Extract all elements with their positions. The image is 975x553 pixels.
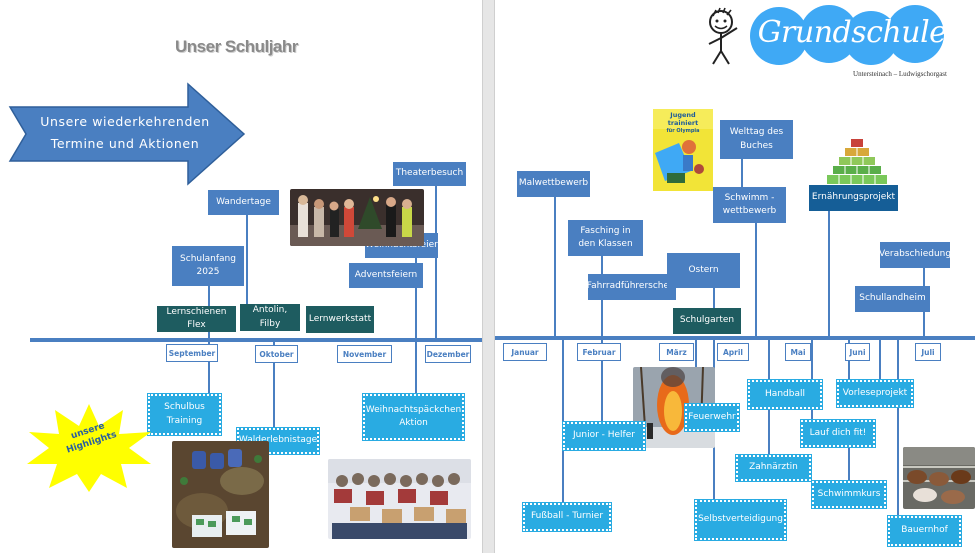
timeline-bar	[495, 336, 975, 340]
event-fahrradfuehrerschein: Fahrradführerschein	[587, 274, 677, 300]
connector-line	[923, 312, 925, 338]
connector-line	[828, 211, 830, 338]
connector-line	[768, 340, 770, 380]
month-label-september: September	[166, 344, 218, 362]
event-fasching: Fasching in den Klassen	[568, 220, 643, 256]
food-pyramid-icon	[827, 139, 887, 184]
connector-line	[897, 340, 899, 516]
event-ostern: Ostern	[667, 253, 740, 288]
event-welttag-line-2: Buches	[740, 140, 773, 151]
month-label-juni: Juni	[845, 343, 870, 361]
month-label-februar: Februar	[577, 343, 621, 361]
connector-line	[246, 215, 248, 305]
highlight-weihnachtspaeckchen: Weihnachtspäckchen Aktion	[362, 393, 465, 441]
connector-line	[435, 186, 437, 338]
event-fasching-line-1: Fasching in	[580, 225, 631, 236]
star-burst-icon	[27, 404, 151, 492]
event-lernwerkstatt: Lernwerkstatt	[306, 306, 374, 333]
highlight-schulbus: Schulbus Training	[147, 393, 222, 436]
photo-forest-crafts	[172, 441, 269, 548]
month-label-januar: Januar	[503, 343, 547, 361]
logo-bubbles	[750, 5, 944, 65]
arrow-text: Unsere wiederkehrenden Termine und Aktio…	[30, 111, 220, 155]
month-label-november: November	[337, 345, 392, 363]
month-label-juli: Juli	[915, 343, 941, 361]
event-schulanfang-line-1: Schulanfang	[180, 253, 236, 264]
logo-school-name: Grundschule	[757, 15, 947, 50]
event-schwimmwettbewerb-line-2: wettbewerb	[722, 206, 777, 216]
highlight-junior-helfer: Junior - Helfer	[562, 421, 646, 451]
photo-christmas-play	[290, 189, 424, 246]
event-schulgarten: Schulgarten	[673, 308, 741, 334]
book-cover-line-1: Jugend trainiert	[667, 111, 699, 127]
event-antolin: Antolin, Filby	[240, 304, 300, 331]
event-schullandheim: Schullandheim	[855, 286, 930, 312]
highlight-schulbus-line-1: Schulbus	[164, 402, 205, 413]
connector-line	[415, 342, 417, 394]
month-label-maerz: März	[659, 343, 694, 361]
timeline-bar	[30, 338, 482, 342]
photo-fire	[633, 367, 715, 448]
event-schulanfang-line-2: 2025	[196, 267, 220, 277]
month-label-oktober: Oktober	[255, 345, 298, 363]
event-welttag-line-1: Welttag des	[729, 127, 784, 138]
highlight-schulbus-line-2: Training	[166, 415, 203, 426]
month-label-april: April	[717, 343, 749, 361]
event-schwimmwettbewerb: Schwimm - wettbewerb	[713, 187, 786, 223]
event-malwettbewerb: Malwettbewerb	[517, 171, 590, 197]
connector-line	[415, 258, 417, 338]
month-label-mai: Mai	[785, 343, 811, 361]
book-cover-image	[653, 109, 713, 191]
event-schulanfang: Schulanfang 2025	[172, 246, 244, 286]
right-page: Grundschule Untersteinach – Ludwigschorg…	[495, 0, 975, 553]
highlight-weihnachtspaeckchen-line-2: Aktion	[399, 418, 428, 428]
connector-line	[741, 159, 743, 187]
block-arrow-icon	[8, 82, 246, 186]
event-schwimmwettbewerb-line-1: Schwimm -	[724, 192, 775, 203]
event-wandertage: Wandertage	[208, 190, 279, 215]
connector-line	[768, 409, 770, 455]
connector-line	[713, 288, 715, 308]
highlight-fussball-turnier: Fußball - Turnier	[522, 502, 612, 532]
highlight-vorleseprojekt: Vorleseprojekt	[836, 379, 914, 408]
highlight-feuerwehr: Feuerwehr	[684, 403, 740, 432]
connector-line	[601, 340, 603, 422]
connector-line	[208, 342, 210, 394]
stick-figure-icon	[708, 7, 738, 65]
arrow-line-1: Unsere wiederkehrenden	[40, 114, 210, 129]
event-adventsfeiern: Adventsfeiern	[349, 263, 423, 288]
connector-line	[562, 340, 564, 503]
page-title: Unser Schuljahr	[175, 37, 298, 56]
connector-line	[273, 342, 275, 428]
connector-line	[755, 223, 757, 338]
connector-line	[554, 197, 556, 338]
event-theaterbesuch: Theaterbesuch	[393, 162, 466, 186]
month-label-dezember: Dezember	[425, 345, 471, 363]
event-lernschienen: Lernschienen Flex	[157, 306, 236, 332]
highlight-zahnaerztin: Zahnärztin	[735, 454, 812, 482]
connector-line	[923, 268, 925, 288]
event-ernaehrungsprojekt: Ernährungsprojekt	[809, 185, 898, 211]
highlight-lauf-dich-fit: Lauf dich fit!	[800, 419, 876, 448]
connector-line	[848, 447, 850, 480]
left-page: Unser Schuljahr Unsere wiederkehrenden T…	[0, 0, 482, 553]
page-gutter	[482, 0, 495, 553]
logo-subtitle: Untersteinach – Ludwigschorgast	[853, 70, 947, 78]
arrow-line-2: Termine und Aktionen	[50, 135, 200, 151]
highlight-schwimmkurs: Schwimmkurs	[811, 480, 887, 509]
highlight-bauernhof: Bauernhof	[887, 515, 962, 547]
book-cover-line-2: für Olympia	[666, 127, 700, 134]
event-welttag: Welttag des Buches	[720, 120, 793, 159]
photo-parcel-group	[328, 459, 471, 539]
event-verabschiedung: Verabschiedung	[879, 242, 951, 268]
connector-line	[879, 340, 881, 380]
book-cover-text: Jugend trainiert für Olympia	[656, 111, 710, 134]
highlight-handball: Handball	[747, 379, 823, 410]
highlight-weihnachtspaeckchen-line-1: Weihnachtspäckchen	[365, 404, 462, 415]
highlight-selbstverteidigung: Selbstverteidigung	[694, 499, 787, 541]
event-fasching-line-2: den Klassen	[578, 239, 633, 249]
photo-farm	[903, 447, 975, 509]
